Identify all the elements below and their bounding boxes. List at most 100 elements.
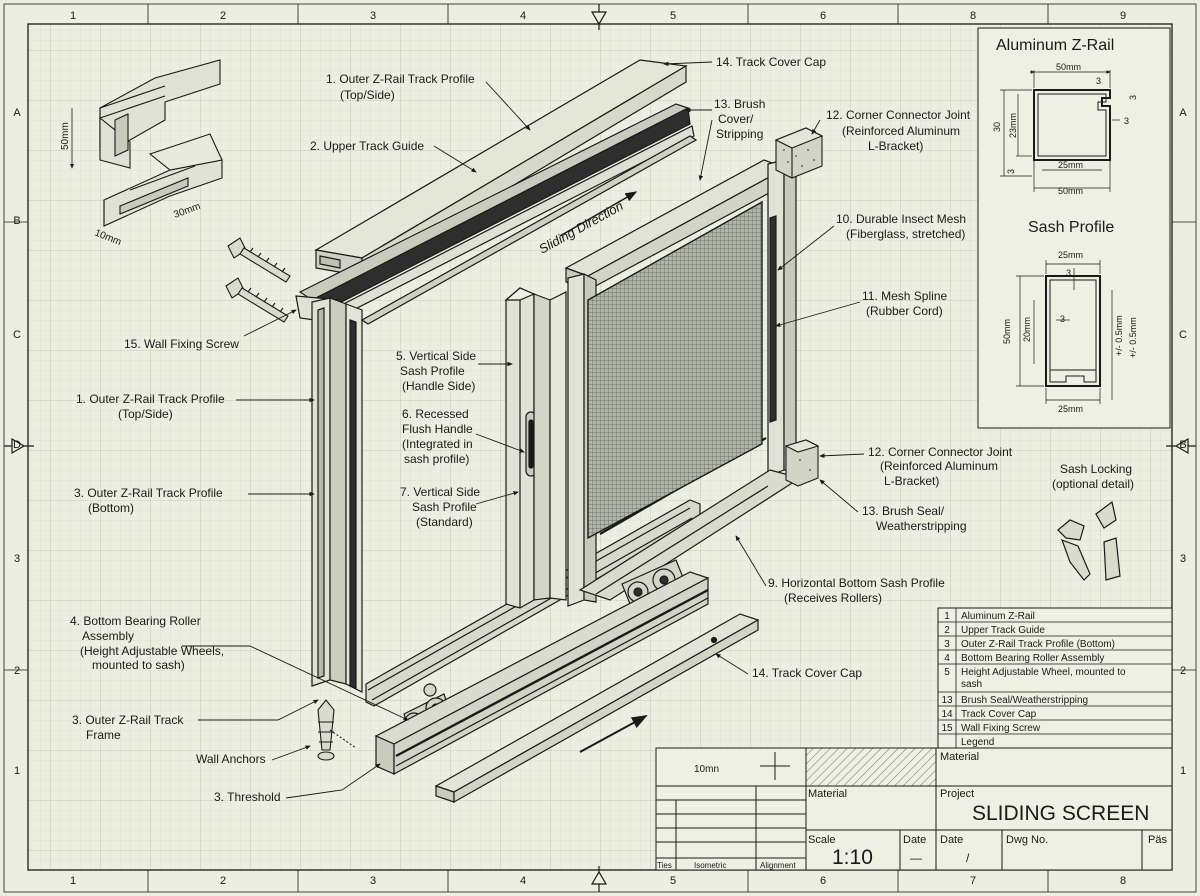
border-left-letter: A xyxy=(13,107,21,119)
callout-insect-mesh: 10. Durable Insect Mesh(Fiberglass, stre… xyxy=(836,212,966,241)
wall-fixing-screws xyxy=(225,237,291,323)
track-frame xyxy=(360,135,701,707)
parts-row-number: 5 xyxy=(944,667,950,678)
callout-upper-track-guide: 2. Upper Track Guide xyxy=(310,139,424,153)
tb-project-label: Project xyxy=(940,788,974,800)
callout-outer-zrail-top: 1. Outer Z-Rail Track Profile(Top/Side) xyxy=(326,72,475,102)
zrail-dim-left-outer: 30 xyxy=(992,122,1002,132)
parts-row-desc: Aluminum Z-Rail xyxy=(961,611,1035,622)
tb-material-top: Material xyxy=(940,751,979,763)
sash-locking-parts xyxy=(1057,500,1121,581)
parts-row-number: 13 xyxy=(941,695,953,706)
zrail-detail-title: Aluminum Z-Rail xyxy=(996,37,1114,54)
zrail-dim-left-inner: 23mm xyxy=(1008,113,1018,138)
border-top-number: 1 xyxy=(70,10,76,22)
main-sash xyxy=(564,158,802,607)
tb-scale-label: Scale xyxy=(808,834,836,846)
border-right-letter: 2 xyxy=(1180,665,1186,677)
sash-dim-bottom: 25mm xyxy=(1058,404,1083,414)
border-right-letter: 1 xyxy=(1180,765,1186,777)
callout-brush-seal: 13. Brush Seal/Weatherstripping xyxy=(862,504,967,533)
tb-pas-label: Päs xyxy=(1148,834,1167,846)
border-top-number: 6 xyxy=(820,10,826,22)
border-right-letter: C xyxy=(1179,329,1187,341)
bracket-texture xyxy=(783,149,815,471)
border-top-number: 3 xyxy=(370,10,376,22)
parts-row-number: 15 xyxy=(941,723,953,734)
border-bottom-number: 8 xyxy=(1120,875,1126,887)
sash-dim-3a: 3 xyxy=(1066,268,1071,278)
callout-threshold: 3. Threshold xyxy=(214,790,281,804)
callout-corner-connector-bottom: 12. Corner Connector Joint(Reinforced Al… xyxy=(868,445,1013,488)
border-left-letter: C xyxy=(13,329,21,341)
small-profile-extrusions xyxy=(99,59,223,227)
zrail-dim-inner-bottom: 25mm xyxy=(1058,160,1083,170)
leader-lines xyxy=(182,61,865,799)
tb-cell-isometric: Isometric xyxy=(694,861,726,870)
tb-date-value-b: / xyxy=(966,851,970,865)
sliding-direction-arrow xyxy=(559,191,638,237)
border-left-letter: B xyxy=(13,215,20,227)
border-bottom-number: 6 xyxy=(820,875,826,887)
border-right-letter: A xyxy=(1179,107,1187,119)
parts-row-desc: Outer Z-Rail Track Profile (Bottom) xyxy=(961,639,1115,650)
zrail-dim-3a: 3 xyxy=(1096,76,1101,86)
profile-detail-panel xyxy=(977,27,1171,429)
wall-anchor xyxy=(317,699,357,761)
callout-track-cover-cap-bottom: 14. Track Cover Cap xyxy=(752,666,862,680)
zrail-dim-3c: 3 xyxy=(1124,116,1129,126)
tb-cell-alignment: Alignment xyxy=(760,861,796,870)
title-block-text: 10mn Material Material Project SLIDING S… xyxy=(657,751,1167,870)
zrail-dim-bottom: 50mm xyxy=(1058,186,1083,196)
parts-row-number: 1 xyxy=(944,611,950,622)
zone-ticks xyxy=(4,4,1196,892)
callout-wall-anchors: Wall Anchors xyxy=(196,752,266,766)
outer-border xyxy=(3,3,1197,893)
sash-cross-section xyxy=(1016,260,1113,404)
tb-material-mid: Material xyxy=(808,788,847,800)
callout-outer-zrail-bottom: 3. Outer Z-Rail Track Profile(Bottom) xyxy=(74,486,223,515)
sash-dim-right-b: +/- 0.5mm xyxy=(1128,317,1138,358)
bottom-track xyxy=(374,571,710,776)
sash-dim-right-a: +/- 0.5mm xyxy=(1114,315,1124,356)
tb-project-name: SLIDING SCREEN xyxy=(972,802,1149,825)
parts-row-desc: Wall Fixing Screw xyxy=(961,723,1041,734)
border-top-number: 2 xyxy=(220,10,226,22)
border-bottom-number: 7 xyxy=(970,875,976,887)
parts-row-desc: Brush Seal/Weatherstripping xyxy=(961,695,1088,706)
border-top-number: 4 xyxy=(520,10,526,22)
callout-bottom-sash-profile: 9. Horizontal Bottom Sash Profile(Receiv… xyxy=(768,576,945,605)
zrail-dim-top: 50mm xyxy=(1056,62,1081,72)
callout-track-cover-cap-top: 14. Track Cover Cap xyxy=(716,55,826,69)
border-top-number: 9 xyxy=(1120,10,1126,22)
inner-border xyxy=(27,23,1173,871)
sash-dim-top: 25mm xyxy=(1058,250,1083,260)
parts-row-number: 14 xyxy=(941,709,953,720)
border-left-letter: D xyxy=(13,439,21,451)
sash-detail-title: Sash Profile xyxy=(1028,219,1114,236)
sash-dim-3b: 3 xyxy=(1060,314,1065,324)
callout-mesh-spline: 11. Mesh Spline(Rubber Cord) xyxy=(862,289,947,318)
border-right-letter: B xyxy=(1179,439,1186,451)
motion-arrow xyxy=(579,715,648,753)
tb-cell-ties: Ties xyxy=(657,861,672,870)
handle-side-stile xyxy=(504,287,567,609)
threshold-cover-cap xyxy=(434,613,760,804)
zrail-cross-section xyxy=(1000,70,1120,192)
zrail-dim-3b: 3 xyxy=(1128,95,1138,100)
parts-row-number: 4 xyxy=(944,653,950,664)
border-left-letter: 3 xyxy=(14,553,20,565)
callout-wall-fixing-screw: 15. Wall Fixing Screw xyxy=(124,337,239,351)
border-bottom-number: 1 xyxy=(70,875,76,887)
border-bottom-number: 4 xyxy=(520,875,526,887)
parts-row-desc: Legend xyxy=(961,737,994,748)
